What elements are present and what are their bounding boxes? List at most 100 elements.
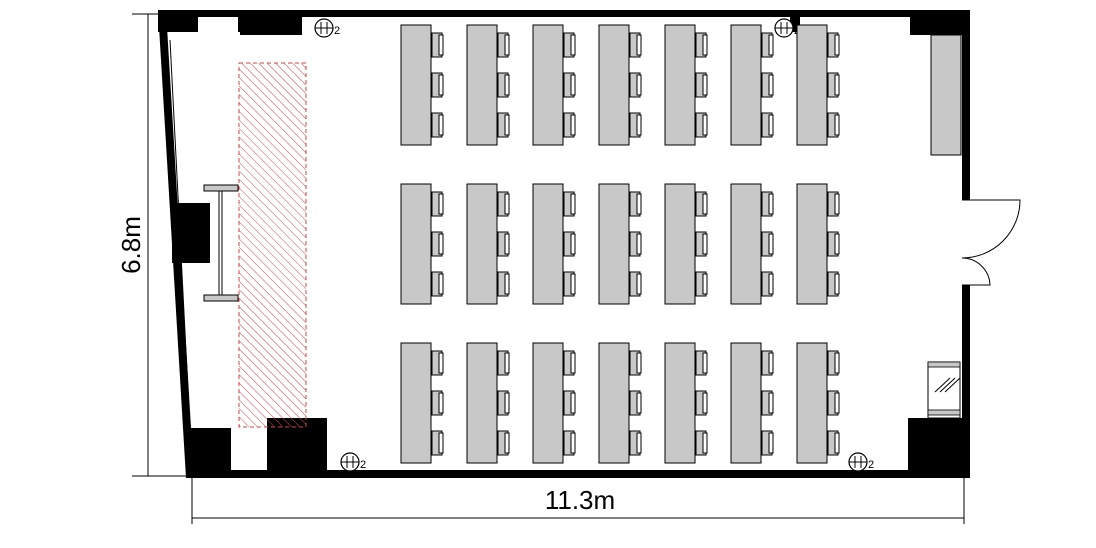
chair-back <box>636 34 642 56</box>
table <box>796 342 828 464</box>
chair-back <box>702 74 708 96</box>
chair-back <box>438 193 444 215</box>
chair-back <box>834 74 840 96</box>
chair-back <box>504 233 510 255</box>
table <box>400 342 432 464</box>
chair-back <box>504 432 510 454</box>
outlet-label: 2 <box>868 459 874 471</box>
chair-back <box>504 273 510 295</box>
outlet-icon: 2 <box>848 452 874 472</box>
chair-back <box>570 34 576 56</box>
outlet-label: 2 <box>360 459 366 471</box>
chair-back <box>702 273 708 295</box>
chair-back <box>834 392 840 414</box>
outlet-icon: 2 <box>340 452 366 472</box>
chair-back <box>504 114 510 136</box>
stairs <box>927 361 961 419</box>
chair-back <box>504 392 510 414</box>
table <box>532 24 564 146</box>
stage-area <box>238 62 307 428</box>
table <box>598 183 630 305</box>
chair-back <box>570 392 576 414</box>
chair-back <box>768 34 774 56</box>
table <box>796 183 828 305</box>
table <box>730 183 762 305</box>
chair-back <box>570 233 576 255</box>
chair-back <box>570 114 576 136</box>
table <box>532 342 564 464</box>
table <box>598 342 630 464</box>
table <box>796 24 828 146</box>
chair-back <box>768 233 774 255</box>
chair-back <box>438 273 444 295</box>
chair-back <box>834 34 840 56</box>
chair-back <box>636 233 642 255</box>
table <box>466 24 498 146</box>
table <box>532 183 564 305</box>
chair-back <box>834 193 840 215</box>
chair-back <box>570 432 576 454</box>
chair-back <box>636 74 642 96</box>
seating-area <box>400 24 840 464</box>
chair-back <box>438 352 444 374</box>
chair-back <box>438 114 444 136</box>
chair-back <box>570 74 576 96</box>
chair-back <box>438 74 444 96</box>
pillars <box>172 17 963 473</box>
chair-back <box>768 352 774 374</box>
height-dimension: 6.8m <box>116 13 190 477</box>
chair-back <box>768 193 774 215</box>
chair-back <box>504 74 510 96</box>
chair-back <box>636 193 642 215</box>
wall-cabinet <box>930 34 962 156</box>
chair-back <box>834 352 840 374</box>
chair-back <box>702 34 708 56</box>
table <box>664 183 696 305</box>
chair-back <box>834 114 840 136</box>
chair-back <box>702 352 708 374</box>
chair-back <box>768 432 774 454</box>
table <box>400 24 432 146</box>
table <box>664 342 696 464</box>
table <box>598 24 630 146</box>
table <box>466 342 498 464</box>
outlet-icon: 2 <box>314 18 340 38</box>
chair-back <box>768 114 774 136</box>
chair-back <box>570 193 576 215</box>
chair-back <box>504 34 510 56</box>
outlet-label: 2 <box>334 25 340 37</box>
chair-back <box>636 273 642 295</box>
chair-back <box>834 273 840 295</box>
table <box>466 183 498 305</box>
chair-back <box>702 392 708 414</box>
chair-back <box>438 392 444 414</box>
chair-back <box>702 193 708 215</box>
table <box>730 24 762 146</box>
chair-back <box>834 233 840 255</box>
table <box>730 342 762 464</box>
chair-back <box>636 392 642 414</box>
chair-back <box>768 74 774 96</box>
chair-back <box>702 233 708 255</box>
chair-back <box>570 273 576 295</box>
chair-back <box>768 392 774 414</box>
table <box>664 24 696 146</box>
chair-back <box>636 114 642 136</box>
chair-back <box>504 352 510 374</box>
chair-back <box>504 193 510 215</box>
lectern <box>203 184 239 302</box>
height-label: 6.8m <box>116 216 146 274</box>
chair-back <box>636 432 642 454</box>
outlet-icon: 2 <box>774 18 800 38</box>
width-dimension: 11.3m <box>191 478 965 524</box>
chair-back <box>768 273 774 295</box>
chair-back <box>834 432 840 454</box>
table <box>400 183 432 305</box>
chair-back <box>438 432 444 454</box>
chair-back <box>438 233 444 255</box>
chair-back <box>702 114 708 136</box>
chair-back <box>636 352 642 374</box>
door <box>961 199 1021 286</box>
width-label: 11.3m <box>545 485 615 515</box>
